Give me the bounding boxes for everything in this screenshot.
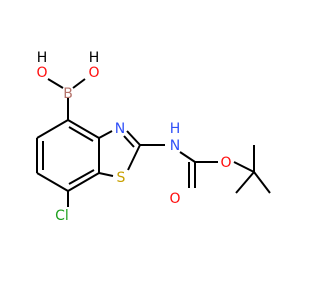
bond-n-c2 [126,130,141,146]
atom-hydrogen-boronic-1: H [37,50,48,66]
atom-boron: B [63,86,73,102]
atom-oxygen-ester: O [220,155,231,171]
bond-nh-ccarb [179,151,196,163]
bond-c3a-n [98,130,113,139]
bond-c7-c7a [67,172,100,192]
atom-oxygen-boronic-2: O [88,65,99,81]
bond-c7-c7a-double [68,169,95,185]
bond-c3a-c4 [67,119,100,139]
atom-labels: O H O H B N S H N O O Cl [36,50,231,224]
bonds [36,78,271,207]
bond-b-o2 [72,78,86,89]
bond-c6-c7 [36,172,69,192]
atom-chlorine: Cl [55,208,69,224]
bond-b-o1 [47,78,64,89]
molecule-structure: O H O H B N S H N O O Cl [36,50,271,224]
bond-oester-cq [233,161,255,173]
bond-cq-me2 [253,171,271,194]
atom-oxygen-boronic-1: O [36,65,47,81]
atom-hydrogen-boronic-2: H [89,50,100,66]
bond-c4-c5 [36,119,69,139]
atom-nitrogen-amine: N [170,138,180,154]
atom-oxygen-carbonyl: O [169,191,180,207]
bond-s-c7a [98,172,114,177]
bond-cq-me3 [235,171,255,194]
bond-c2-s [127,144,141,171]
atom-hydrogen-amine: H [170,121,181,137]
bond-n-c2-double [123,135,135,148]
atom-sulfur: S [117,170,126,186]
bond-c3a-c4-double [68,126,94,142]
atom-nitrogen-thiazole: N [115,121,125,137]
